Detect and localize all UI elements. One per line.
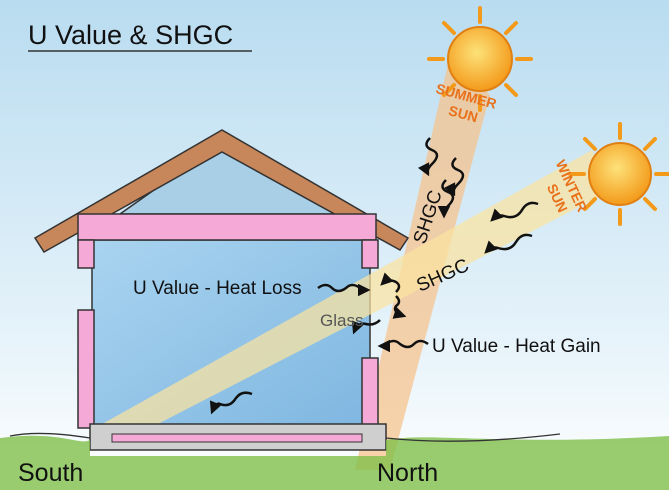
right-wall-lower xyxy=(361,357,379,429)
squiggly-arrow-icon xyxy=(317,283,429,353)
glass-label: Glass xyxy=(320,311,363,330)
squiggly-arrow-icon xyxy=(417,137,465,219)
summer-sun-icon xyxy=(427,6,533,112)
winter-sun-icon xyxy=(568,122,669,226)
left-wall-lower xyxy=(77,309,95,429)
u-value-heat-loss-label: U Value - Heat Loss xyxy=(133,278,302,299)
squiggly-arrow-icon xyxy=(209,201,539,415)
ground-line xyxy=(9,432,561,442)
left-wall-upper xyxy=(77,239,95,269)
grass-ground xyxy=(0,435,669,490)
north-label: North xyxy=(377,459,438,487)
diagram-title: U Value & SHGC xyxy=(28,20,233,50)
south-label: South xyxy=(18,459,83,487)
roof xyxy=(33,129,410,253)
u-value-heat-gain-label: U Value - Heat Gain xyxy=(432,336,601,357)
floor-strip xyxy=(111,433,363,443)
summer-sun-label-line2: SUN xyxy=(447,102,480,125)
ceiling-beam xyxy=(77,213,377,241)
winter-sun-beam xyxy=(95,150,612,428)
right-wall-upper xyxy=(361,239,379,269)
